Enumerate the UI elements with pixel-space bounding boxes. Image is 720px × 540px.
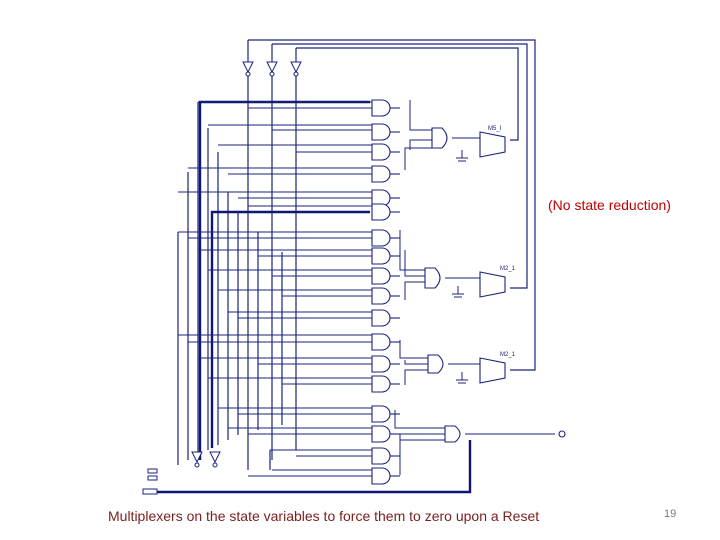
mux-label-2: M2_1 [500,266,516,272]
and-gate [371,165,391,183]
slide-caption: Multiplexers on the state variables to f… [108,508,540,524]
and-gate-column [371,99,400,485]
and-gate [371,123,391,141]
and-gate [371,467,391,485]
mux-label-1: M5_I [488,126,502,132]
and-gate [371,405,391,423]
and-gate [371,287,391,305]
mux-label-group: M5_I M2_1 M2_1 [488,126,516,358]
multiplexers [479,131,566,438]
combining-gates [424,127,461,443]
annotation-note: (No state reduction) [548,197,671,213]
page-number: 19 [664,508,677,520]
mux-feed-wires [445,137,555,435]
reset-inverters [142,451,221,495]
and-gate [371,143,391,161]
mux-label-3: M2_1 [500,352,516,358]
and-gate [371,447,391,465]
stack-risers [394,100,445,475]
left-bus [177,102,283,470]
and-gate [371,267,391,285]
and-gate [371,375,391,393]
input-inverters [242,61,302,77]
and-gate [371,333,391,351]
and-gate [371,229,391,247]
gate-input-wires [178,101,372,477]
and-gate [371,203,391,221]
and-gate [371,425,391,443]
and-gate [371,355,391,373]
and-gate [371,99,391,117]
and-gate [371,309,391,327]
top-bus [247,39,536,470]
and-gate [371,247,391,265]
